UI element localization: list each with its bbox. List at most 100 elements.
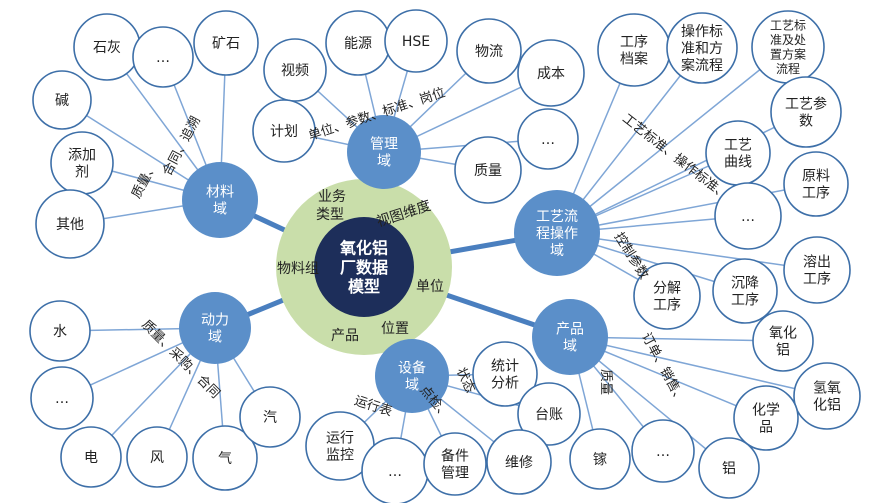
dimension-business-type-2: 类型 xyxy=(316,207,344,223)
leaf-circle xyxy=(783,151,849,217)
node-text-line: 准和方 xyxy=(681,41,723,57)
power-leaf-more: … xyxy=(30,366,94,430)
node-text-line: 品 xyxy=(759,419,773,435)
leaf-circle xyxy=(569,428,631,490)
power-leaf-electric: 电 xyxy=(60,426,122,488)
leaf-circle xyxy=(517,108,579,170)
node-text-line: 备件 xyxy=(441,448,469,465)
product-leaf-alumina: 氧化铝 xyxy=(752,310,814,372)
equipment-leaf-maintenance: 维修 xyxy=(486,429,552,495)
node-text-line: 域 xyxy=(405,377,419,393)
material-domain-node: 材料域 xyxy=(182,162,258,238)
material-leaf-additive: 添加剂 xyxy=(50,131,114,195)
node-text-line: 视频 xyxy=(281,63,309,79)
domain-circle xyxy=(514,190,600,276)
node-text-line: 监控 xyxy=(326,447,354,463)
node-text-line: 工序 xyxy=(803,271,831,287)
process-raw_process-connector xyxy=(556,183,817,234)
material-leaf-alkali: 碱 xyxy=(32,70,92,130)
leaf-circle xyxy=(193,10,259,76)
center-node xyxy=(314,217,414,317)
leaf-circle xyxy=(192,425,258,491)
management-leaf-cost: 成本 xyxy=(517,39,585,107)
node-text-line: … xyxy=(156,50,170,66)
leaf-circle xyxy=(733,385,799,451)
material-leaf-other: 其他 xyxy=(35,189,105,259)
node-text-line: 碱 xyxy=(55,93,69,109)
node-text-line: 溶出 xyxy=(803,255,831,271)
leaf-circle xyxy=(60,426,122,488)
process-tech_standard-connector xyxy=(556,46,789,234)
leaf-circle xyxy=(29,300,91,362)
power-domain-node: 动力域 xyxy=(179,292,251,364)
node-text-line: 厂数据 xyxy=(340,258,388,277)
node-text-line: 数 xyxy=(799,113,813,129)
domain-circle xyxy=(182,162,258,238)
node-text-line: 原料 xyxy=(802,169,830,185)
node-text-line: 程操作 xyxy=(536,226,578,242)
product-edge-label-2: 质量 xyxy=(598,369,613,395)
material-leaf-lime: 石灰 xyxy=(73,13,141,81)
node-text-line: 曲线 xyxy=(724,154,752,170)
node-text-line: 统计 xyxy=(491,359,519,375)
node-text-line: 域 xyxy=(213,201,227,217)
power-leaf-steam: 汽 xyxy=(239,386,301,448)
leaf-circle xyxy=(712,258,778,324)
leaf-circle xyxy=(32,70,92,130)
product-leaf-aluminum: 铝 xyxy=(698,437,760,499)
node-text-line: HSE xyxy=(402,34,430,50)
node-text-line: 化铝 xyxy=(813,397,841,413)
equipment-leaf-more: … xyxy=(361,437,429,503)
dimension-business-type-1: 业务 xyxy=(318,189,346,205)
domain-circle xyxy=(532,299,608,375)
equipment-leaf-ledger: 台账 xyxy=(517,382,581,446)
node-text-line: 汽 xyxy=(263,410,277,426)
node-text-line: 工艺 xyxy=(724,138,752,154)
material-edge-label-2: 质量、 xyxy=(129,160,161,201)
node-text-line: 流程 xyxy=(776,61,800,76)
node-text-line: 台账 xyxy=(535,407,563,423)
node-text-line: 域 xyxy=(550,243,564,259)
leaf-circle xyxy=(472,341,538,407)
node-text-line: … xyxy=(541,132,555,148)
power-leaf-wind: 风 xyxy=(126,426,188,488)
node-text-line: 模型 xyxy=(348,277,380,296)
process-dissolution-connector xyxy=(556,232,818,271)
process-edge-label-2: 控制参数 xyxy=(611,230,652,283)
node-text-line: 工艺流 xyxy=(536,209,578,225)
node-text-line: 分解 xyxy=(653,281,681,297)
leaf-circle xyxy=(698,437,760,499)
node-text-line: 氢氧 xyxy=(813,381,841,397)
node-text-line: 铝 xyxy=(722,461,736,477)
node-text-line: 铝 xyxy=(776,342,790,358)
leaf-circle xyxy=(793,362,861,430)
node-text-line: 石灰 xyxy=(93,40,121,56)
power-leaf-water: 水 xyxy=(29,300,91,362)
management-leaf-energy: 能源 xyxy=(325,10,391,76)
leaf-circle xyxy=(456,18,522,84)
node-text-line: 域 xyxy=(208,329,222,345)
node-text-line: 材料 xyxy=(206,185,234,201)
node-text-line: 工序 xyxy=(731,292,759,308)
leaf-circle xyxy=(770,76,842,148)
node-text-line: 能源 xyxy=(344,36,372,52)
leaf-circle xyxy=(252,99,316,163)
node-text-line: 物流 xyxy=(475,44,503,60)
leaf-circle xyxy=(631,419,695,483)
node-text-line: 产品 xyxy=(556,322,584,338)
domain-circle xyxy=(375,339,449,413)
leaf-circle xyxy=(633,262,701,330)
node-text-line: 档案 xyxy=(620,50,648,67)
management-leaf-logistics: 物流 xyxy=(456,18,522,84)
leaf-circle xyxy=(384,9,448,73)
node-text-line: 化学 xyxy=(752,403,780,419)
material-leaf-ore: 矿石 xyxy=(193,10,259,76)
